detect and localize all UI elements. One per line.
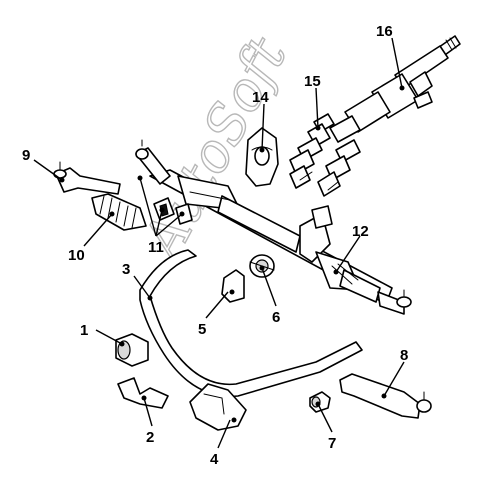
- callout-15: 15: [304, 73, 321, 90]
- callout-16: 16: [376, 23, 393, 40]
- part-14-steering-boot: [245, 127, 279, 187]
- callout-9: 9: [22, 147, 30, 164]
- callout-7: 7: [328, 435, 336, 452]
- part-2-bar-clamp: [117, 377, 169, 409]
- part-5-bracket: [221, 269, 245, 303]
- callout-14: 14: [252, 89, 269, 106]
- part-12-steering-rack: [149, 169, 393, 305]
- callout-1: 1: [80, 322, 88, 339]
- leader-lines: [33, 37, 405, 449]
- part-1-bushing: [115, 333, 149, 367]
- tie-rod-end-left: [135, 139, 171, 185]
- callout-10: 10: [68, 247, 85, 264]
- callout-3: 3: [122, 261, 130, 278]
- part-7-control-arm-bushing: [309, 391, 331, 413]
- callout-labels: 1 2 3 4 5 6 7 8 9 10 11 12 14 15 16: [22, 23, 408, 468]
- callout-4: 4: [210, 451, 219, 468]
- callout-11: 11: [148, 239, 164, 256]
- callout-8: 8: [400, 347, 408, 364]
- part-9-tie-rod-end: [53, 161, 121, 195]
- callout-2: 2: [146, 429, 154, 446]
- part-8-control-arm: [339, 373, 432, 419]
- part-4-mount-bracket: [189, 383, 247, 431]
- callout-5: 5: [198, 321, 206, 338]
- part-3-stabilizer-bar: [139, 249, 363, 398]
- tie-rod-end-right: [377, 289, 412, 315]
- part-10-rack-boot: [91, 193, 147, 231]
- callout-12: 12: [352, 223, 369, 240]
- part-16-steering-column: [329, 35, 461, 143]
- callout-6: 6: [272, 309, 280, 326]
